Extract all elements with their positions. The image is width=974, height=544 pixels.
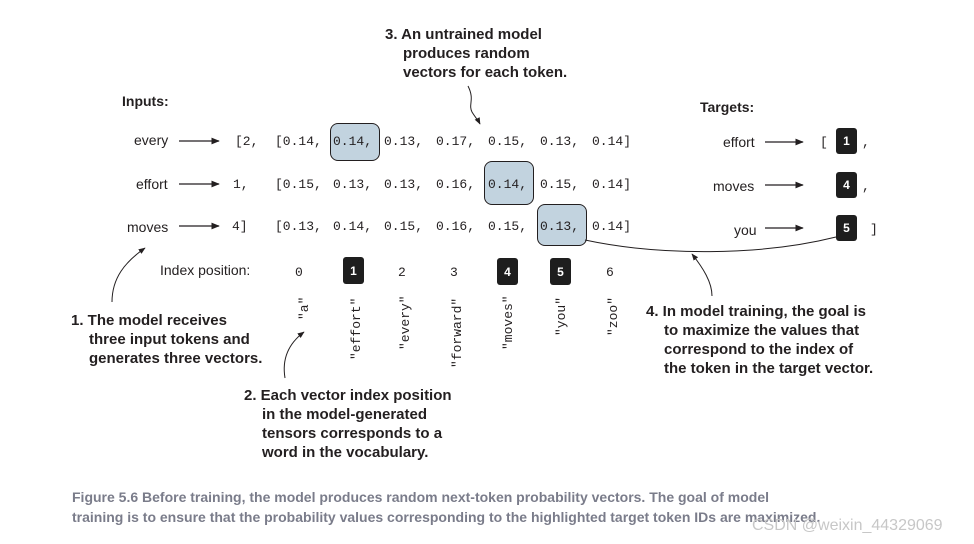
vocab-word: "forward" <box>450 297 465 368</box>
vector-value: 0.15, <box>384 219 424 234</box>
input-id: 4] <box>232 219 248 234</box>
callout1-arrow <box>111 247 146 303</box>
vocab-word: "moves" <box>501 295 516 350</box>
target-separator: , <box>862 179 870 194</box>
vocab-word: "every" <box>398 295 413 350</box>
vocab-word: "effort" <box>349 297 364 360</box>
highlight-row1-col1 <box>330 123 380 161</box>
vector-value: 0.14, <box>333 219 373 234</box>
figure-caption: Figure 5.6 Before training, the model pr… <box>72 487 820 527</box>
vocab-word: "zoo" <box>606 296 621 336</box>
vector-value: 0.15, <box>540 177 580 192</box>
callout-line: produces random <box>403 45 530 62</box>
caption-line-2: training is to ensure that the probabili… <box>72 509 821 525</box>
index-number: 6 <box>606 265 614 280</box>
index-number-highlight: 1 <box>343 257 364 284</box>
vector-value: [0.15, <box>275 177 322 192</box>
vector-value: 0.13, <box>384 177 424 192</box>
connector-to-target <box>584 236 837 253</box>
callout3-arrow <box>467 85 481 125</box>
vector-value: 0.14, <box>333 134 373 149</box>
vector-value: 0.15, <box>488 134 528 149</box>
targets-label: Targets: <box>700 99 755 115</box>
input-id: [2, <box>235 134 259 149</box>
target-word: you <box>734 222 757 238</box>
target-id-badge: 4 <box>836 172 857 198</box>
callout2-arrow <box>283 331 305 379</box>
caption-line-1: Figure 5.6 Before training, the model pr… <box>72 489 769 505</box>
vocab-word: "you" <box>554 296 569 336</box>
target-word: moves <box>713 178 755 194</box>
vector-value: 0.14, <box>488 177 528 192</box>
vector-value: 0.14] <box>592 219 632 234</box>
callout-line: correspond to the index of <box>664 341 854 358</box>
callout-line: 4. In model training, the goal is <box>646 303 867 320</box>
vocab-word: "a" <box>297 296 312 320</box>
watermark: CSDN @weixin_44329069 <box>752 517 943 534</box>
vector-value: 0.13, <box>384 134 424 149</box>
callout-line: generates three vectors. <box>89 350 263 367</box>
vector-value: 0.14] <box>592 134 632 149</box>
highlight-row2-col4 <box>484 161 534 205</box>
callout-line: three input tokens and <box>89 331 250 348</box>
vector-value: 0.13, <box>540 134 580 149</box>
callout-1: 1. The model receives three input tokens… <box>71 311 262 368</box>
index-number-highlight: 4 <box>497 258 518 285</box>
callout4-arrow <box>691 253 713 297</box>
callout-line: to maximize the values that <box>664 322 860 339</box>
vector-value: 0.16, <box>436 219 476 234</box>
target-id-badge: 5 <box>836 215 857 241</box>
target-separator: , <box>862 135 870 150</box>
input-word: moves <box>127 219 169 235</box>
callout-line: tensors corresponds to a <box>262 425 443 442</box>
target-word: effort <box>723 134 755 150</box>
vector-value: 0.14] <box>592 177 632 192</box>
callout-4: 4. In model training, the goal is to max… <box>646 302 873 378</box>
callout-line: vectors for each token. <box>403 64 568 81</box>
highlight-row3-col5 <box>537 204 587 246</box>
callout-line: word in the vocabulary. <box>262 444 429 461</box>
callout-2: 2. Each vector index position in the mod… <box>244 386 452 462</box>
index-number: 0 <box>295 265 303 280</box>
target-id-badge: 1 <box>836 128 857 154</box>
index-number: 2 <box>398 265 406 280</box>
callout-line: 3. An untrained model <box>385 26 542 43</box>
index-number-highlight: 5 <box>550 258 571 285</box>
callout-line: 1. The model receives <box>71 312 227 329</box>
input-word: effort <box>136 176 168 192</box>
input-word: every <box>134 132 169 148</box>
vector-value: [0.14, <box>275 134 322 149</box>
vector-value: [0.13, <box>275 219 322 234</box>
vector-value: 0.13, <box>540 219 580 234</box>
index-number: 3 <box>450 265 458 280</box>
callout-line: in the model-generated <box>262 406 428 423</box>
callout-3: 3. An untrained model produces random ve… <box>385 25 567 82</box>
inputs-label: Inputs: <box>122 93 169 109</box>
vector-value: 0.17, <box>436 134 476 149</box>
vector-value: 0.13, <box>333 177 373 192</box>
target-bracket-close: ] <box>870 222 878 237</box>
input-id: 1, <box>233 177 249 192</box>
vector-value: 0.15, <box>488 219 528 234</box>
target-bracket-open: [ <box>820 135 828 150</box>
vector-value: 0.16, <box>436 177 476 192</box>
callout-line: 2. Each vector index position <box>244 387 452 404</box>
index-position-label: Index position: <box>160 262 251 278</box>
callout-line: the token in the target vector. <box>664 360 874 377</box>
